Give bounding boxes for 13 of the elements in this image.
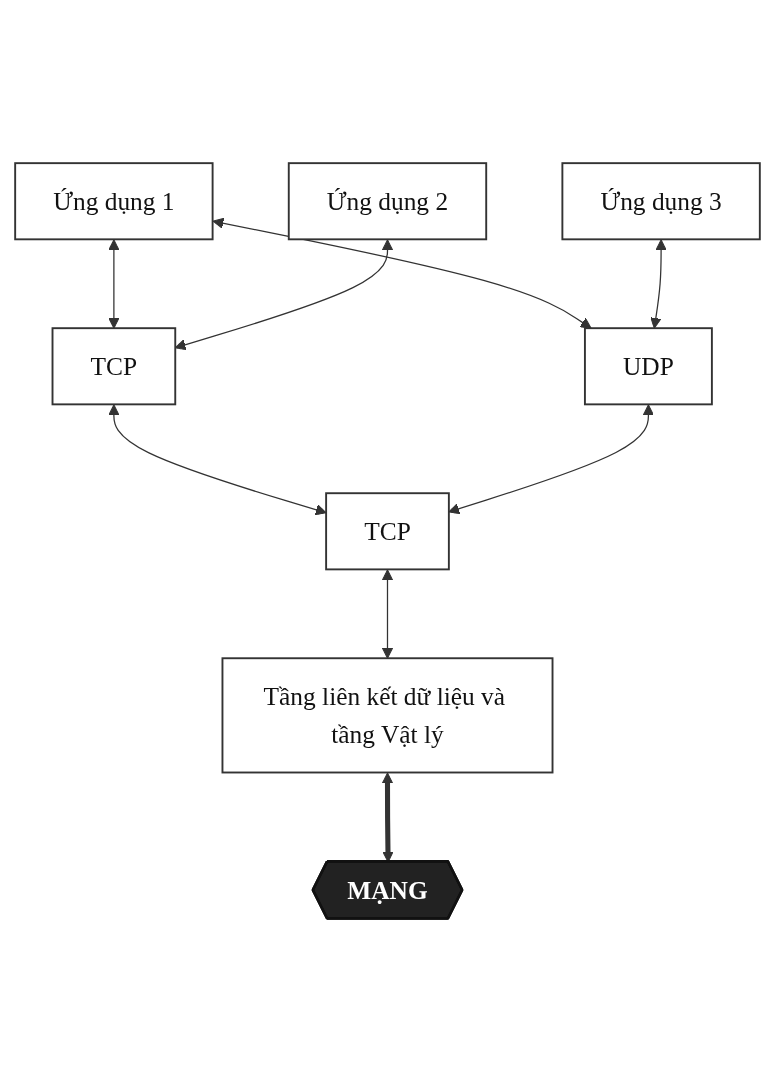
node-box: Tầng liên kết dữ liệu và tầng Vật lý (221, 656, 554, 774)
node-box: TCP (325, 491, 450, 570)
node-box: Ứng dụng 2 (287, 161, 488, 240)
arrow (650, 239, 667, 329)
arrow (108, 239, 120, 329)
node-box: UDP (583, 326, 713, 405)
node-box: Ứng dụng 1 (14, 161, 214, 240)
node-box: TCP (51, 326, 177, 405)
arrow (448, 404, 654, 514)
node-box: Ứng dụng 3 (561, 161, 761, 240)
arrow (108, 404, 327, 515)
arrow (381, 569, 394, 659)
arrow (212, 217, 592, 329)
